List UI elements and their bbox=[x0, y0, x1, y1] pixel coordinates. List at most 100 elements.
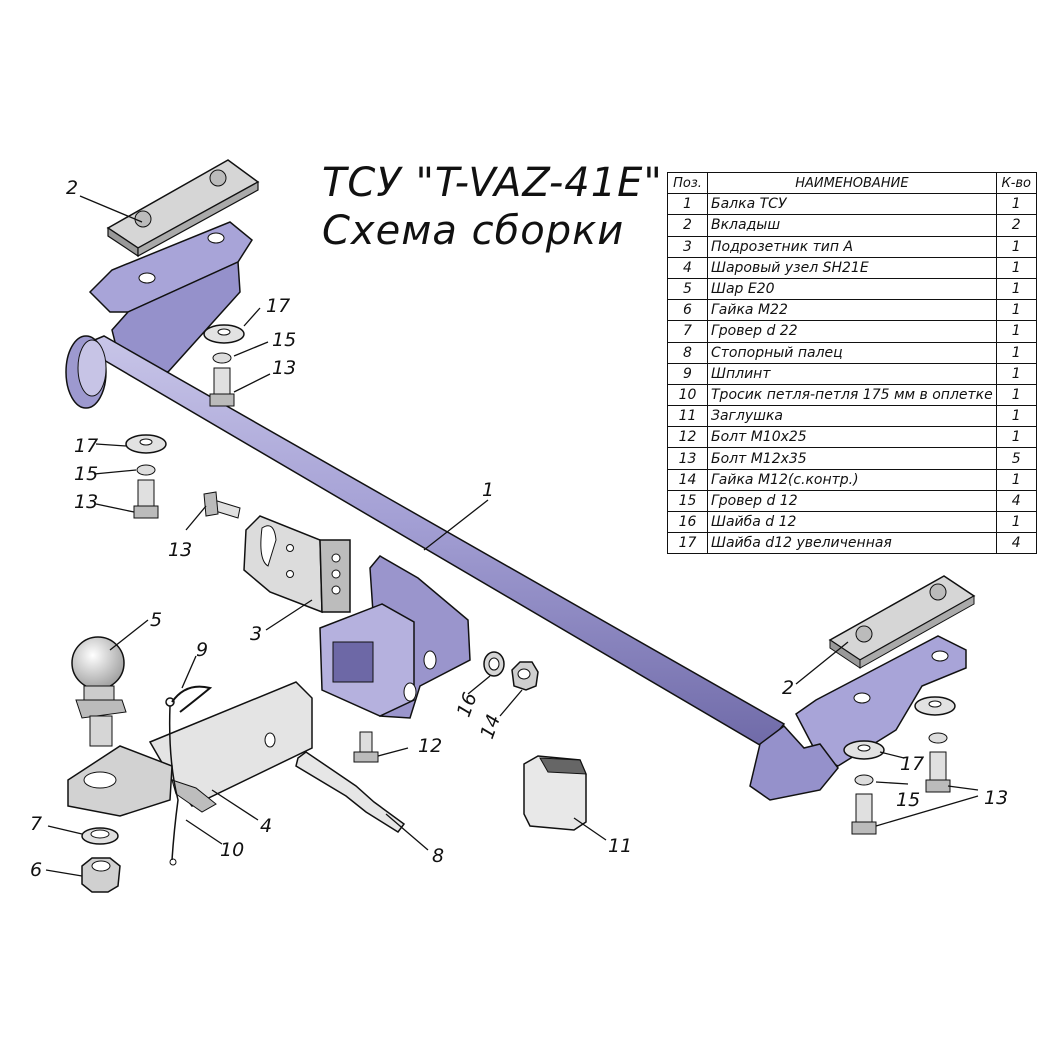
callout-17-c: 17 bbox=[900, 753, 924, 775]
cell-qty: 1 bbox=[995, 320, 1037, 343]
cell-qty: 4 bbox=[995, 489, 1037, 513]
cell-pos: 5 bbox=[667, 277, 708, 301]
cell-name: Вкладыш bbox=[707, 214, 997, 237]
leader-lines bbox=[45, 195, 979, 877]
callout-10: 10 bbox=[220, 839, 244, 861]
cell-qty: 1 bbox=[995, 235, 1037, 258]
cell-pos: 8 bbox=[667, 341, 708, 364]
cell-qty: 1 bbox=[995, 299, 1037, 322]
cell-qty: 1 bbox=[995, 383, 1037, 407]
callout-1: 1 bbox=[482, 479, 494, 501]
tow-ball bbox=[71, 636, 127, 747]
callout-13-c: 13 bbox=[168, 539, 192, 561]
cell-name: Заглушка bbox=[707, 405, 997, 428]
cell-qty: 1 bbox=[995, 277, 1037, 301]
cell-pos: 15 bbox=[667, 489, 708, 513]
cell-pos: 10 bbox=[667, 383, 708, 407]
cell-qty: 1 bbox=[995, 510, 1037, 534]
fastener-set-left-lower bbox=[125, 434, 167, 519]
insert-plate-right bbox=[828, 575, 976, 669]
cell-name: Шар Е20 bbox=[707, 277, 997, 301]
callout-11: 11 bbox=[608, 835, 632, 857]
cell-qty: 1 bbox=[995, 193, 1037, 216]
callout-7: 7 bbox=[30, 813, 42, 835]
cell-name: Тросик петля-петля 175 мм в оплетке bbox=[707, 383, 997, 407]
nut-m22 bbox=[81, 857, 121, 893]
callout-15-b: 15 bbox=[74, 463, 98, 485]
insert-plate-left bbox=[106, 159, 260, 258]
cell-name: Болт М10х25 bbox=[707, 426, 997, 449]
callout-13-a: 13 bbox=[272, 357, 296, 379]
cotter-pin bbox=[165, 685, 213, 713]
callout-12: 12 bbox=[418, 735, 442, 757]
callout-3: 3 bbox=[250, 623, 262, 645]
callout-17-b: 17 bbox=[74, 435, 98, 457]
callout-15-c: 15 bbox=[896, 789, 920, 811]
cell-name: Балка ТСУ bbox=[707, 193, 997, 216]
cell-name: Шплинт bbox=[707, 362, 997, 385]
cell-qty: 1 bbox=[995, 256, 1037, 279]
callout-6: 6 bbox=[30, 859, 42, 881]
fastener-set-left-upper bbox=[203, 324, 245, 407]
cell-name: Шайба d 12 bbox=[707, 510, 997, 534]
cell-pos: 13 bbox=[667, 447, 708, 470]
cell-qty: 1 bbox=[995, 468, 1037, 491]
cell-name: Гайка М12(с.контр.) bbox=[707, 468, 997, 491]
cell-name: Шаровый узел SH21E bbox=[707, 256, 997, 279]
receiver-bracket bbox=[319, 555, 471, 719]
bolt-m12-socket bbox=[203, 491, 241, 519]
cell-qty: 1 bbox=[995, 405, 1037, 428]
cell-qty: 4 bbox=[995, 532, 1037, 555]
diagram-subtitle: Схема сборки bbox=[322, 208, 625, 254]
cell-qty: 1 bbox=[995, 362, 1037, 385]
callout-16: 16 bbox=[453, 690, 482, 720]
nut-m12 bbox=[511, 661, 539, 691]
mounting-bracket-right bbox=[749, 635, 967, 801]
callout-2-right: 2 bbox=[782, 677, 794, 699]
cell-name: Стопорный палец bbox=[707, 341, 997, 364]
cell-qty: 5 bbox=[995, 447, 1037, 470]
cell-pos: 12 bbox=[667, 426, 708, 449]
cell-qty: 1 bbox=[995, 341, 1037, 364]
cell-pos: 17 bbox=[667, 532, 708, 555]
cell-pos: 3 bbox=[667, 235, 708, 258]
safety-cable bbox=[168, 705, 179, 866]
cell-pos: 16 bbox=[667, 510, 708, 534]
spring-washer-22 bbox=[81, 827, 119, 845]
fastener-set-right bbox=[843, 696, 956, 835]
cell-pos: 1 bbox=[667, 193, 708, 216]
end-plug bbox=[523, 755, 587, 831]
socket-plate bbox=[243, 515, 351, 614]
cell-name: Подрозетник тип А bbox=[707, 235, 997, 258]
cell-name: Болт М12х35 bbox=[707, 447, 997, 470]
callout-17-a: 17 bbox=[266, 295, 290, 317]
mounting-bracket-left bbox=[88, 221, 253, 373]
callout-8: 8 bbox=[432, 845, 444, 867]
cell-name: Гровер d 22 bbox=[707, 320, 997, 343]
header-name: НАИМЕНОВАНИЕ bbox=[707, 171, 997, 195]
ball-mount bbox=[67, 681, 313, 817]
parts-table-header: Поз. НАИМЕНОВАНИЕ К-во bbox=[667, 171, 1037, 195]
cell-name: Шайба d12 увеличенная bbox=[707, 532, 997, 555]
cell-pos: 2 bbox=[667, 214, 708, 237]
callout-15-a: 15 bbox=[272, 329, 296, 351]
cell-pos: 14 bbox=[667, 468, 708, 491]
cell-pos: 6 bbox=[667, 299, 708, 322]
